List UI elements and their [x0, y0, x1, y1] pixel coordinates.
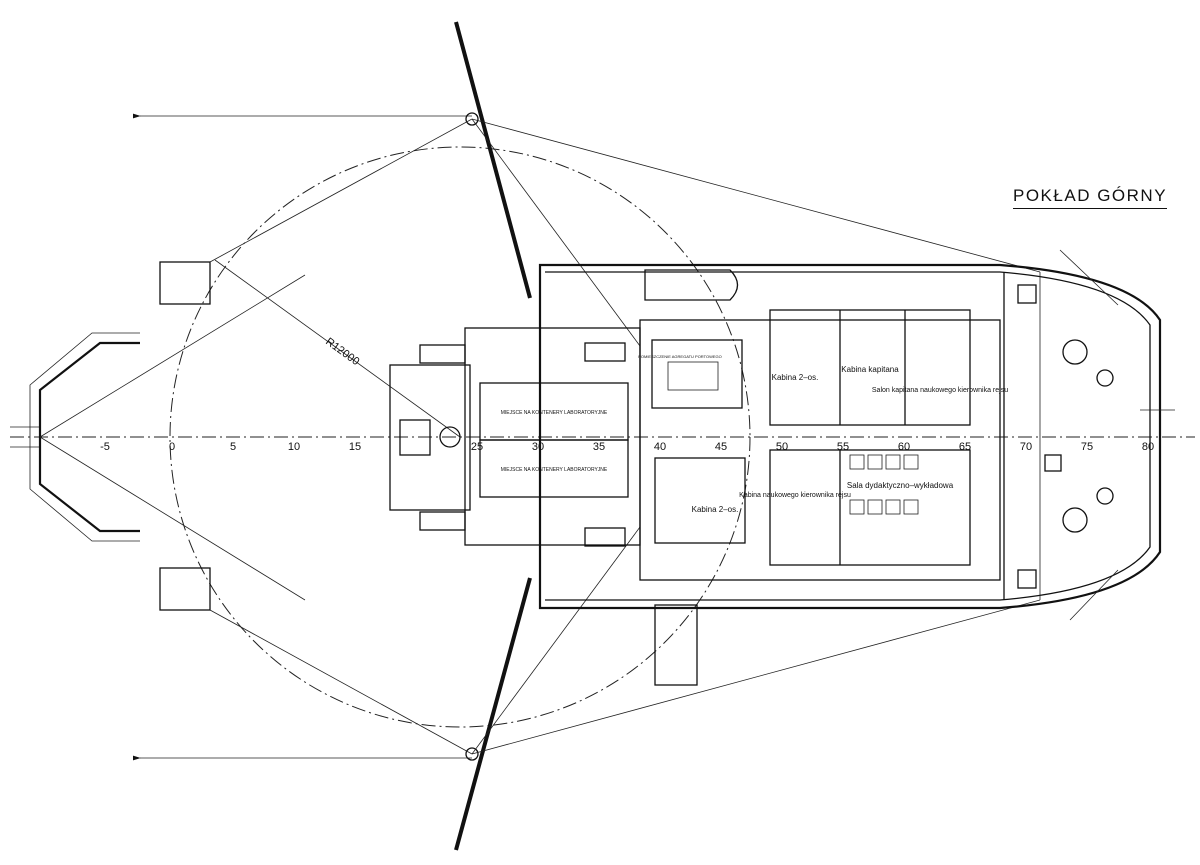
room-label: Salon kapitana naukowego kierownika rejs… [872, 387, 1008, 394]
stern-frame [38, 437, 140, 533]
stairs [584, 342, 626, 362]
frame-label: 30 [532, 441, 544, 453]
boom-pivot [465, 747, 479, 761]
frame-label: 35 [593, 441, 605, 453]
boom-pivot [465, 112, 479, 126]
superstructure [639, 319, 1001, 581]
container-label: MIEJSCE NA KONTENERY LABORATORYJNE [501, 467, 608, 473]
stairs [419, 344, 466, 364]
frame-label: -5 [100, 441, 110, 453]
hull-inner [545, 271, 1151, 601]
container-label: MIEJSCE NA KONTENERY LABORATORYJNE [501, 410, 608, 416]
room-label: Sala dydaktyczno–wykładowa [847, 481, 954, 490]
frame-label: 65 [959, 441, 971, 453]
storage-label: POMIESZCZENIE AGREGATU PORTOWEGO [638, 354, 722, 359]
guy-line [209, 609, 473, 755]
hatch [1017, 284, 1037, 304]
rigging-line [39, 436, 306, 601]
hatch [1017, 569, 1037, 589]
room-label: Kabina 2–os. [772, 373, 819, 382]
frame-label: 50 [776, 441, 788, 453]
boom-bracket-lower [159, 567, 211, 611]
room-label: Kabina kapitana [841, 365, 899, 374]
lecture-seats [849, 454, 919, 515]
boom-bracket-upper [159, 261, 211, 305]
aft-deck-platform [389, 364, 471, 511]
crane-boom-upper [454, 21, 532, 299]
reel [439, 426, 461, 448]
guy-line [471, 118, 641, 347]
frame-label: 5 [230, 441, 236, 453]
frame-label: 55 [837, 441, 849, 453]
guy-line [471, 599, 1041, 755]
stern-frame-outer [29, 332, 140, 437]
mooring-line [1059, 249, 1119, 306]
frame-label: 45 [715, 441, 727, 453]
cabin-2os-lower [654, 457, 746, 544]
hatch [1044, 454, 1062, 472]
crane-radius-circle [169, 146, 751, 728]
frame-label: 0 [169, 441, 175, 453]
room-label: Kabina naukowego kierownika rejsu [739, 492, 851, 499]
room-label: Kabina 2–os. [692, 505, 739, 514]
frame-label: 40 [654, 441, 666, 453]
hull-outline [538, 263, 1162, 610]
frame-label: 10 [288, 441, 300, 453]
frame-label: 60 [898, 441, 910, 453]
stern-frame-outer [29, 437, 140, 542]
generator-block [667, 361, 719, 391]
stern-frame [38, 341, 140, 437]
frame-label: 70 [1020, 441, 1032, 453]
upper-cabins-block [769, 309, 971, 426]
frame-label: 80 [1142, 441, 1154, 453]
frame-label: 75 [1081, 441, 1093, 453]
guy-line [209, 118, 473, 263]
lifeboat [644, 269, 739, 301]
crane-boom-lower [454, 577, 532, 851]
bow-windlass-upper [1062, 339, 1114, 387]
radius-label: R12000 [323, 336, 361, 368]
rigging-line [39, 274, 306, 438]
radius-line [214, 259, 461, 438]
mooring-line [1069, 569, 1119, 621]
frame-label: 25 [471, 441, 483, 453]
frame-labels: -5 0 5 10 15 25 30 35 40 45 50 55 60 65 … [100, 441, 1154, 453]
davit [654, 604, 698, 686]
guy-line [471, 118, 1041, 273]
frame-label: 15 [349, 441, 361, 453]
bow-windlass-lower [1062, 487, 1114, 533]
stairs [419, 511, 466, 531]
guy-line [471, 526, 641, 755]
lower-cabins-block [769, 449, 971, 566]
winch [399, 419, 431, 456]
stairs [584, 527, 626, 547]
storage-room [651, 339, 743, 409]
container-space-lower [479, 439, 629, 498]
drawing-title: POKŁAD GÓRNY [1013, 186, 1168, 209]
